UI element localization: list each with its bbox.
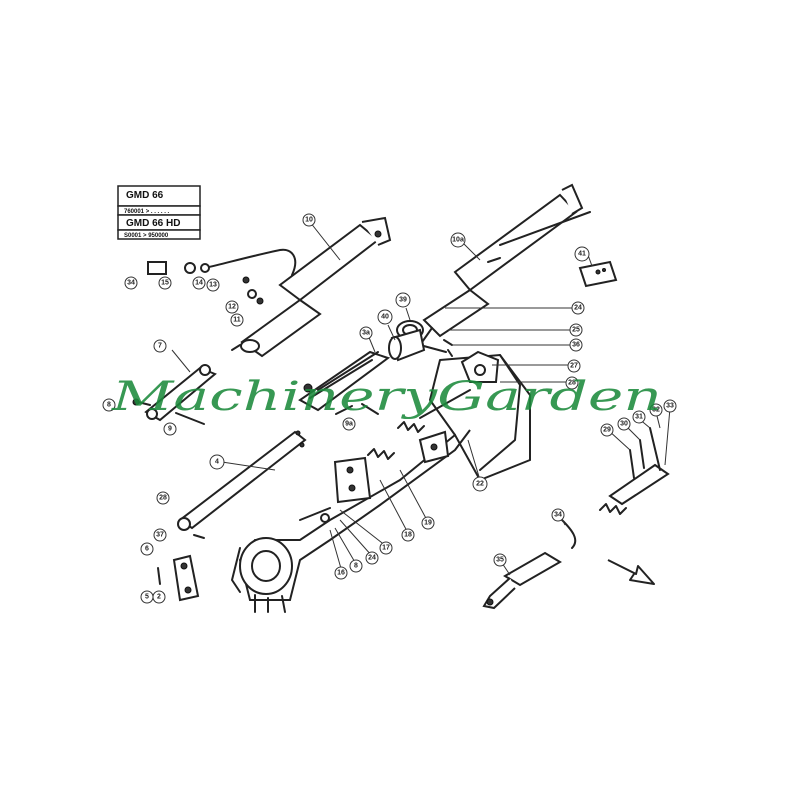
callout-24: 24 [574, 305, 582, 312]
callout-36: 36 [572, 342, 580, 349]
callout-3a: 3a [362, 330, 370, 337]
model-2-serial: S0001 > 950000 [124, 233, 169, 239]
hydraulic-cylinder-10a [419, 183, 591, 353]
plate-41 [578, 260, 618, 288]
callout-18: 18 [404, 532, 412, 539]
callout-33: 33 [666, 403, 674, 410]
callout-8b: 8 [354, 563, 358, 570]
callout-9a: 9a [345, 421, 353, 428]
callout-7: 7 [158, 343, 162, 350]
callout-17: 17 [382, 545, 390, 552]
shackle-2 [157, 554, 200, 602]
rings-and-valve [298, 320, 426, 415]
callout-29: 29 [603, 427, 611, 434]
springs [299, 389, 471, 523]
callout-11: 11 [233, 317, 241, 324]
model-1-serial: 760001 > . . . . . . [124, 209, 170, 215]
callout-4: 4 [215, 459, 219, 466]
callout-9: 9 [168, 426, 172, 433]
callout-10a: 10a [452, 237, 464, 244]
callout-15: 15 [161, 280, 169, 287]
callout-34: 34 [127, 280, 135, 287]
main-frame-22 [231, 353, 531, 613]
callout-14: 14 [195, 280, 203, 287]
callout-25: 25 [572, 327, 580, 334]
callout-10: 10 [305, 217, 313, 224]
bracket-27 [443, 339, 500, 383]
hydraulic-cylinder-10 [147, 216, 392, 358]
callout-22: 22 [476, 481, 484, 488]
callout-13: 13 [209, 282, 217, 289]
callout-37: 37 [156, 532, 164, 539]
model-2-name: GMD 66 HD [126, 218, 180, 229]
callout-labels: 34 15 14 13 12 11 10 10a 41 39 40 3a 9a … [102, 213, 677, 604]
callout-28: 28 [159, 495, 167, 502]
callout-5: 5 [145, 594, 149, 601]
callout-35: 35 [496, 557, 504, 564]
callout-30: 30 [620, 421, 628, 428]
callout-40: 40 [381, 314, 389, 321]
callout-31: 31 [635, 414, 643, 421]
model-1-name: GMD 66 [126, 190, 164, 201]
callout-27: 27 [570, 363, 578, 370]
callout-24b: 24 [368, 555, 376, 562]
callout-41: 41 [578, 251, 586, 258]
callout-19: 19 [424, 520, 432, 527]
link-arm-7 [132, 364, 217, 425]
callout-34b: 34 [554, 512, 562, 519]
callout-39: 39 [399, 297, 407, 304]
long-rod-4 [177, 430, 307, 539]
direction-arrow-icon [607, 559, 655, 585]
callout-28b: 28 [568, 380, 576, 387]
lower-linkage [482, 427, 670, 610]
callout-8: 8 [107, 402, 111, 409]
callout-12: 12 [228, 304, 236, 311]
callout-2: 2 [157, 594, 161, 601]
watermark-text: MachineryGarden [111, 374, 662, 420]
callout-6: 6 [145, 546, 149, 553]
model-legend: GMD 66 760001 > . . . . . . GMD 66 HD S0… [117, 185, 201, 240]
callout-16: 16 [337, 570, 345, 577]
callout-32: 32 [652, 407, 660, 414]
